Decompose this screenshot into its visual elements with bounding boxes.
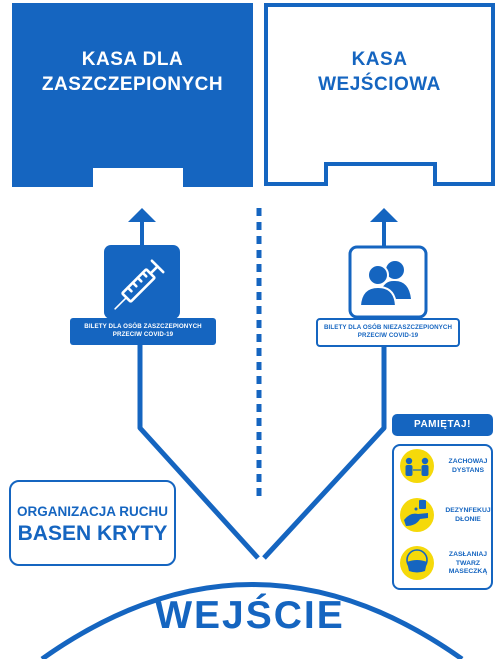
people-icon (358, 261, 411, 307)
vaccinated-ticket-box (70, 318, 216, 345)
vaccinated-ticket-line1: BILETY DLA OSÓB ZASZCZEPIONYCH (84, 323, 202, 330)
remember-title: PAMIĘTAJ! (392, 414, 493, 436)
face-mask-icon (400, 546, 434, 580)
organization-label: ORGANIZACJA RUCHU (17, 504, 168, 519)
pool-name: BASEN KRYTY (17, 522, 168, 545)
entrance-label: WEJŚCIE (155, 594, 345, 637)
rule-disinfect-hands-line2: DŁONIE (455, 515, 481, 523)
entrance-title-line2: WEJŚCIOWA (318, 74, 441, 95)
vaccinated-ticket-line2: PRZECIW COVID-19 (112, 331, 174, 338)
vaccinated-ticket-label: BILETY DLA OSÓB ZASZCZEPIONYCH PRZECIW C… (70, 323, 216, 339)
unvaccinated-ticket-box (316, 318, 460, 347)
traffic-organization-box: ORGANIZACJA RUCHU BASEN KRYTY (9, 480, 176, 566)
remember-panel (392, 444, 493, 590)
vaccinated-cashier-booth (12, 3, 253, 187)
right-arrow-up (370, 208, 398, 249)
rule-keep-distance-line1: ZACHOWAJ (448, 458, 488, 465)
distance-icon (400, 449, 434, 483)
rule-cover-face-line1: ZASŁANIAJ (448, 551, 488, 558)
vaccinated-title-line2: ZASZCZEPIONYCH (41, 74, 224, 95)
entrance-cashier-booth (264, 3, 495, 186)
left-arrow-up (128, 208, 156, 249)
hand-sanitize-icon (400, 498, 434, 532)
rule-disinfect-hands-line1: DEZYNFEKUJ (445, 507, 491, 514)
rule-cover-face-line2: TWARZ (455, 559, 481, 567)
rule-cover-face: ZASŁANIAJ TWARZ MASECZKĄ (444, 551, 492, 577)
rule-cover-face-line3: MASECZKĄ (448, 568, 488, 575)
entrance-cashier-title: KASA WEJŚCIOWA (266, 47, 493, 97)
entrance-title-line1: KASA (351, 49, 408, 70)
syringe-icon (114, 259, 165, 310)
rule-disinfect-hands: DEZYNFEKUJ DŁONIE (444, 507, 492, 524)
entrance-arch (40, 582, 464, 659)
unvaccinated-ticket-line1: BILETY DLA OSÓB NIEZASZCZEPIONYCH (323, 324, 453, 331)
rule-keep-distance: ZACHOWAJ DYSTANS (444, 458, 492, 475)
unvaccinated-ticket-line2: PRZECIW COVID-19 (357, 332, 419, 339)
vaccinated-cashier-title: KASA DLA ZASZCZEPIONYCH (12, 47, 253, 97)
right-path-line (262, 346, 387, 560)
vaccinated-title-line1: KASA DLA (81, 49, 184, 70)
left-path-line (137, 344, 260, 560)
rule-keep-distance-line2: DYSTANS (452, 466, 484, 474)
unvaccinated-ticket-label: BILETY DLA OSÓB NIEZASZCZEPIONYCH PRZECI… (317, 324, 459, 340)
